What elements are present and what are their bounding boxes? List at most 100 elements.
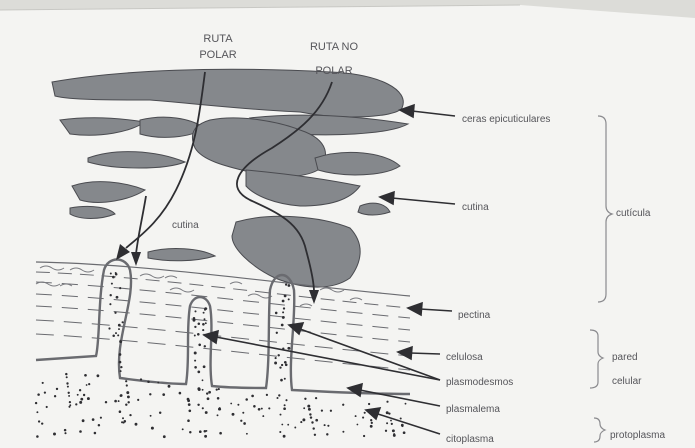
cytoplasm-dot xyxy=(41,422,43,424)
label-celulosa: celulosa xyxy=(446,352,483,363)
cytoplasm-dot xyxy=(115,332,117,334)
cytoplasm-dot xyxy=(202,379,204,381)
cytoplasm-dot xyxy=(66,376,68,378)
cytoplasm-dot xyxy=(287,347,290,350)
cytoplasm-dot xyxy=(216,388,218,390)
cytoplasm-dot xyxy=(68,395,70,397)
cytoplasm-dot xyxy=(54,395,56,397)
cytoplasm-dot xyxy=(284,361,287,364)
cytoplasm-dot xyxy=(150,415,152,417)
cytoplasm-dot xyxy=(84,374,87,377)
cytoplasm-dot xyxy=(321,409,323,411)
cytoplasm-dot xyxy=(121,421,123,423)
cytoplasm-dot xyxy=(285,283,287,285)
cytoplasm-dot xyxy=(193,319,196,322)
cytoplasm-dot xyxy=(94,432,97,435)
cytoplasm-dot xyxy=(246,433,248,435)
cytoplasm-dot xyxy=(278,394,280,396)
cytoplasm-dot xyxy=(135,423,138,426)
cytoplasm-dot xyxy=(188,409,191,412)
cytoplasm-dot xyxy=(342,404,344,406)
cytoplasm-dot xyxy=(282,300,285,303)
cytoplasm-dot xyxy=(116,296,119,299)
cytoplasm-dot xyxy=(44,391,46,393)
cytoplasm-dot xyxy=(403,431,406,434)
cytoplasm-dot xyxy=(280,414,282,416)
cytoplasm-dot xyxy=(46,406,48,408)
cytoplasm-dot xyxy=(385,430,387,432)
cytoplasm-dot xyxy=(311,421,313,423)
cytoplasm-dot xyxy=(402,425,404,427)
cytoplasm-dot xyxy=(194,335,196,337)
cytoplasm-dot xyxy=(129,414,131,416)
cytoplasm-dot xyxy=(313,427,315,429)
cytoplasm-dot xyxy=(386,422,388,424)
cytoplasm-dot xyxy=(194,326,196,328)
cytoplasm-dot xyxy=(122,321,124,323)
cytoplasm-dot xyxy=(405,403,407,405)
cytoplasm-dot xyxy=(97,374,100,377)
cytoplasm-dot xyxy=(202,407,204,409)
cytoplasm-dot xyxy=(82,419,85,422)
cytoplasm-dot xyxy=(197,371,200,374)
cytoplasm-dot xyxy=(281,324,284,327)
cytoplasm-dot xyxy=(203,312,205,314)
cytoplasm-dot xyxy=(56,388,58,390)
cytoplasm-dot xyxy=(204,435,207,438)
cytoplasm-dot xyxy=(68,392,70,394)
cytoplasm-dot xyxy=(253,405,256,408)
cytoplasm-dot xyxy=(92,418,95,421)
cytoplasm-dot xyxy=(304,398,306,400)
cytoplasm-dot xyxy=(357,424,359,426)
cytoplasm-dot xyxy=(315,397,317,399)
cytoplasm-dot xyxy=(300,421,302,423)
cytoplasm-dot xyxy=(281,364,283,366)
cytoplasm-dot xyxy=(245,398,248,401)
cytoplasm-dot xyxy=(363,435,365,437)
cytoplasm-dot xyxy=(281,424,283,426)
cytoplasm-dot xyxy=(198,322,201,325)
cytoplasm-dot xyxy=(294,427,296,429)
cytoplasm-dot xyxy=(36,411,38,413)
cytoplasm-dot xyxy=(159,412,161,414)
polar-route-title-line1: RUTA xyxy=(203,33,233,45)
cytoplasm-dot xyxy=(110,294,112,296)
cytoplasm-dot xyxy=(69,404,71,406)
cytoplasm-dot xyxy=(303,407,305,409)
cytoplasm-dot xyxy=(283,407,286,410)
cytoplasm-dot xyxy=(118,324,121,327)
cytoplasm-dot xyxy=(275,312,278,315)
cytoplasm-dot xyxy=(386,401,388,403)
cytoplasm-dot xyxy=(282,316,285,319)
cytoplasm-dot xyxy=(280,379,283,382)
cytoplasm-dot xyxy=(287,424,289,426)
nonpolar-route-title-line2: POLAR xyxy=(315,65,352,77)
cytoplasm-dot xyxy=(205,430,207,432)
cytoplasm-dot xyxy=(202,323,205,326)
cytoplasm-dot xyxy=(355,415,357,417)
cytoplasm-dot xyxy=(188,403,191,406)
cytoplasm-dot xyxy=(182,428,184,430)
cytoplasm-dot xyxy=(327,425,329,427)
cytoplasm-dot xyxy=(119,353,122,356)
cytoplasm-dot xyxy=(285,399,287,401)
cytoplasm-dot xyxy=(279,366,281,368)
cytoplasm-dot xyxy=(64,429,67,432)
cytoplasm-dot xyxy=(120,370,122,372)
cytoplasm-dot xyxy=(147,381,150,384)
cytoplasm-dot xyxy=(194,352,197,355)
cytoplasm-dot xyxy=(288,284,291,287)
cytoplasm-dot xyxy=(330,410,332,412)
cytoplasm-dot xyxy=(119,340,122,343)
cytoplasm-dot xyxy=(315,419,318,422)
cytoplasm-dot xyxy=(79,401,82,404)
cytoplasm-dot xyxy=(100,417,102,419)
label-cutina: cutina xyxy=(462,202,489,213)
cytoplasm-dot xyxy=(64,432,66,434)
label-ceras-epicuticulares: ceras epicuticulares xyxy=(462,114,550,125)
cytoplasm-dot xyxy=(119,410,122,413)
cytoplasm-dot xyxy=(202,329,204,331)
cytoplasm-dot xyxy=(386,411,389,414)
